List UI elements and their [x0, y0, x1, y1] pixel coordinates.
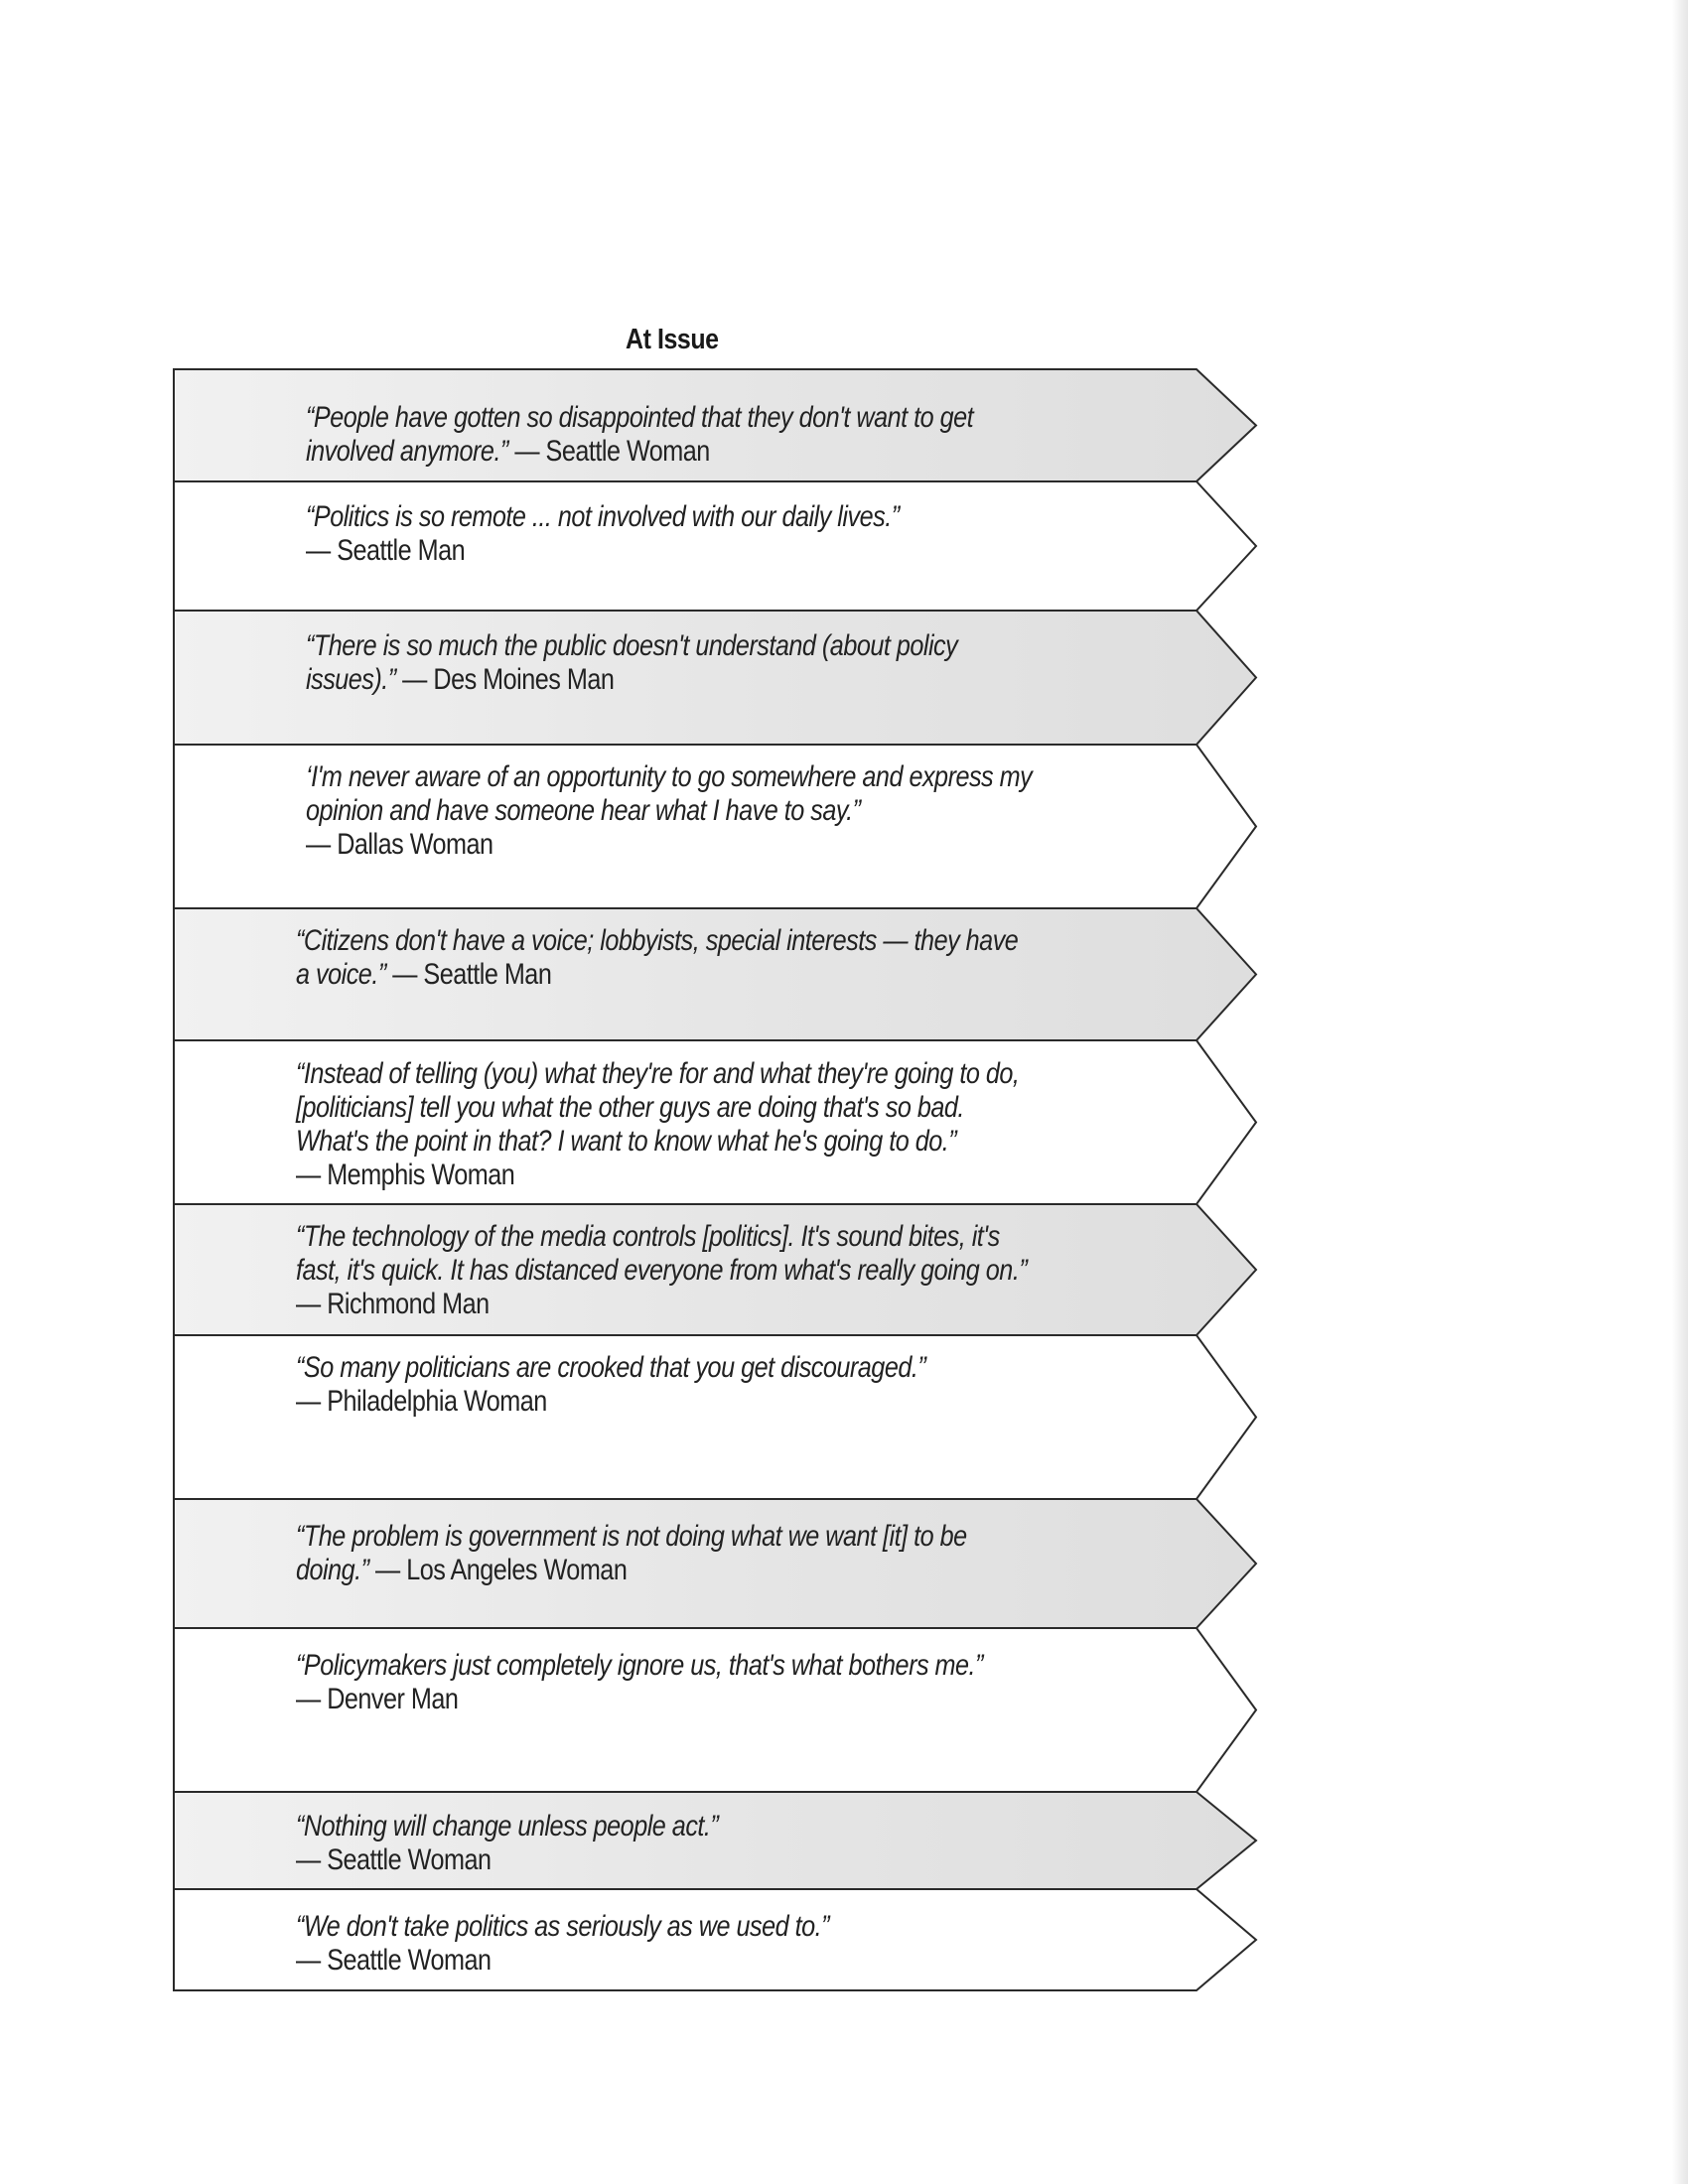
quote-line: “People have gotten so disappointed that…: [306, 401, 1064, 435]
quote-line-text: involved anymore.”: [306, 435, 508, 468]
quote-item: “The problem is government is not doing …: [296, 1520, 1070, 1587]
quote-line: “Policymakers just completely ignore us,…: [296, 1649, 1055, 1683]
quote-line: involved anymore.” — Seattle Woman: [306, 435, 1064, 469]
quote-item: “People have gotten so disappointed that…: [306, 401, 1080, 469]
quote-item: “Nothing will change unless people act.”…: [296, 1810, 1070, 1877]
quote-text: “Citizens don't have a voice; lobbyists,…: [296, 924, 1055, 992]
quote-line-text: ‘I'm never aware of an opportunity to go…: [306, 760, 1033, 793]
quote-line: “The technology of the media controls [p…: [296, 1220, 1055, 1254]
quote-attribution: — Richmond Man: [296, 1288, 490, 1320]
quote-text: “We don't take politics as seriously as …: [296, 1910, 1055, 1978]
quote-item: “There is so much the public doesn't und…: [306, 629, 1080, 697]
quote-line-text: doing.”: [296, 1554, 369, 1586]
quote-line: opinion and have someone hear what I hav…: [306, 794, 1064, 828]
shaded-chevron-band: [173, 907, 1258, 1041]
chevron-band: [173, 1039, 1258, 1205]
chevron-band: [173, 1627, 1258, 1793]
quote-item: “We don't take politics as seriously as …: [296, 1910, 1070, 1978]
quote-attribution: — Des Moines Man: [395, 663, 615, 696]
quote-attribution: — Los Angeles Woman: [368, 1554, 628, 1586]
quote-text: “Instead of telling (you) what they're f…: [296, 1057, 1055, 1192]
quote-line-text: “Politics is so remote ... not involved …: [306, 500, 900, 533]
quote-line-text: “We don't take politics as seriously as …: [296, 1910, 830, 1943]
shaded-chevron-band: [173, 368, 1258, 482]
quote-line: “We don't take politics as seriously as …: [296, 1910, 1055, 1944]
quote-attribution: — Memphis Woman: [296, 1159, 515, 1191]
quote-line: “Nothing will change unless people act.”: [296, 1810, 1055, 1843]
quote-attribution: — Seattle Man: [385, 958, 552, 991]
quote-line-text: “The technology of the media controls [p…: [296, 1220, 1000, 1253]
quote-line-text: a voice.”: [296, 958, 386, 991]
quote-line: “There is so much the public doesn't und…: [306, 629, 1064, 663]
shaded-chevron-band: [173, 610, 1258, 746]
quote-line-text: “So many politicians are crooked that yo…: [296, 1351, 926, 1384]
quote-line-text: opinion and have someone hear what I hav…: [306, 794, 861, 827]
shaded-chevron-band: [173, 1203, 1258, 1336]
quote-item: “Instead of telling (you) what they're f…: [296, 1057, 1070, 1192]
quote-text: “Politics is so remote ... not involved …: [306, 500, 1064, 568]
quote-text: “The technology of the media controls [p…: [296, 1220, 1055, 1321]
quote-line: “Instead of telling (you) what they're f…: [296, 1057, 1055, 1091]
quote-attribution: — Seattle Man: [306, 534, 466, 567]
quote-line-text: “Citizens don't have a voice; lobbyists,…: [296, 924, 1019, 957]
quote-attribution: — Seattle Woman: [507, 435, 710, 468]
quote-attribution: — Seattle Woman: [296, 1843, 492, 1876]
quote-text: “So many politicians are crooked that yo…: [296, 1351, 1055, 1419]
quote-line-text: fast, it's quick. It has distanced every…: [296, 1254, 1028, 1287]
quote-line-text: “The problem is government is not doing …: [296, 1520, 967, 1553]
quote-line-text: What's the point in that? I want to know…: [296, 1125, 957, 1158]
quote-line-text: [politicians] tell you what the other gu…: [296, 1091, 964, 1124]
quote-line: “So many politicians are crooked that yo…: [296, 1351, 1055, 1385]
page-title: At Issue: [626, 324, 719, 355]
quote-item: ‘I'm never aware of an opportunity to go…: [306, 760, 1080, 862]
quote-line: fast, it's quick. It has distanced every…: [296, 1254, 1055, 1288]
quote-attribution: — Denver Man: [296, 1683, 459, 1715]
quote-text: “Policymakers just completely ignore us,…: [296, 1649, 1055, 1716]
shaded-chevron-band: [173, 1791, 1258, 1890]
quote-text: “There is so much the public doesn't und…: [306, 629, 1064, 697]
quote-attribution: — Dallas Woman: [306, 828, 493, 861]
quote-line: doing.” — Los Angeles Woman: [296, 1554, 1055, 1587]
quote-item: “The technology of the media controls [p…: [296, 1220, 1070, 1321]
quote-line-text: “There is so much the public doesn't und…: [306, 629, 958, 662]
quote-item: “Citizens don't have a voice; lobbyists,…: [296, 924, 1070, 992]
quote-text: “Nothing will change unless people act.”…: [296, 1810, 1055, 1877]
quote-line: “The problem is government is not doing …: [296, 1520, 1055, 1554]
quote-text: ‘I'm never aware of an opportunity to go…: [306, 760, 1064, 862]
chevron-band: [173, 1888, 1258, 1991]
quote-item: “Policymakers just completely ignore us,…: [296, 1649, 1070, 1716]
chevron-band: [173, 480, 1258, 612]
quote-line: ‘I'm never aware of an opportunity to go…: [306, 760, 1064, 794]
quote-line: “Citizens don't have a voice; lobbyists,…: [296, 924, 1055, 958]
quote-line-text: “Nothing will change unless people act.”: [296, 1810, 719, 1843]
chevron-band: [173, 744, 1258, 909]
quote-line-text: “Instead of telling (you) what they're f…: [296, 1057, 1020, 1090]
chevron-band: [173, 1334, 1258, 1500]
quote-line-text: issues).”: [306, 663, 396, 696]
scanned-page-edge: [1672, 0, 1688, 2184]
quote-attribution: — Philadelphia Woman: [296, 1385, 547, 1418]
quote-text: “The problem is government is not doing …: [296, 1520, 1055, 1587]
quote-line: a voice.” — Seattle Man: [296, 958, 1055, 992]
quote-text: “People have gotten so disappointed that…: [306, 401, 1064, 469]
quote-line: issues).” — Des Moines Man: [306, 663, 1064, 697]
quote-item: “Politics is so remote ... not involved …: [306, 500, 1080, 568]
quote-line-text: “Policymakers just completely ignore us,…: [296, 1649, 983, 1682]
shaded-chevron-band: [173, 1498, 1258, 1629]
quote-line: “Politics is so remote ... not involved …: [306, 500, 1064, 534]
quote-attribution: — Seattle Woman: [296, 1944, 492, 1977]
quote-line-text: “People have gotten so disappointed that…: [306, 401, 974, 434]
quote-line: What's the point in that? I want to know…: [296, 1125, 1055, 1159]
quote-line: [politicians] tell you what the other gu…: [296, 1091, 1055, 1125]
quote-item: “So many politicians are crooked that yo…: [296, 1351, 1070, 1419]
